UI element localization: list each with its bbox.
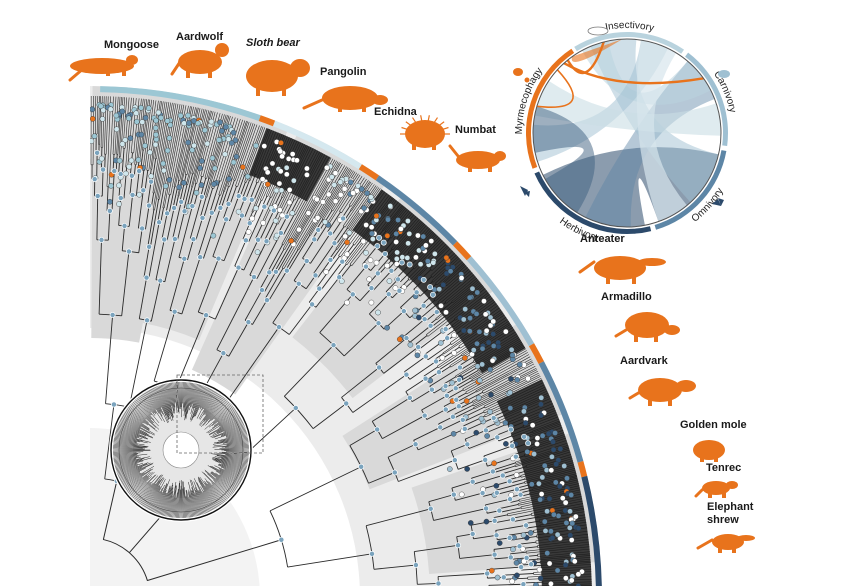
diet-ring bbox=[100, 86, 602, 586]
echidna-silhouette bbox=[400, 115, 450, 150]
numbat-group: Numbat bbox=[448, 124, 506, 172]
echidna-group: Echidna bbox=[374, 106, 450, 150]
herbivory-arc bbox=[534, 171, 652, 235]
armadillo-silhouette bbox=[614, 312, 680, 342]
pangolin-group: Pangolin bbox=[302, 66, 388, 112]
sloth-bear-label: Sloth bear bbox=[246, 37, 301, 49]
herbivory-icon bbox=[520, 186, 530, 197]
golden-mole-label: Golden mole bbox=[680, 419, 747, 431]
myrmecophagy-arc bbox=[526, 48, 575, 169]
anteater-label: Anteater bbox=[580, 233, 625, 245]
tenrec-group: Tenrec bbox=[694, 462, 741, 498]
numbat-silhouette bbox=[448, 144, 506, 172]
numbat-label: Numbat bbox=[455, 124, 496, 136]
tenrec-label: Tenrec bbox=[706, 462, 741, 474]
insectivory-arc bbox=[574, 32, 685, 54]
anteater-silhouette bbox=[578, 256, 666, 284]
anteater-group: Anteater bbox=[578, 233, 666, 284]
armadillo-label: Armadillo bbox=[601, 291, 652, 303]
mongoose-label: Mongoose bbox=[104, 39, 159, 51]
myrmecophagy-icon bbox=[513, 68, 523, 76]
tenrec-silhouette bbox=[694, 481, 738, 498]
sloth-bear-group: Sloth bear bbox=[246, 37, 310, 96]
golden-mole-silhouette bbox=[693, 440, 725, 462]
mongoose-group: Mongoose bbox=[68, 39, 159, 82]
elephant-shrew-label-line2: shrew bbox=[707, 514, 739, 526]
golden-mole-group: Golden mole bbox=[680, 419, 747, 462]
aardvark-group: Aardvark bbox=[620, 355, 696, 406]
aardvark-label: Aardvark bbox=[620, 355, 669, 367]
carnivory-icon bbox=[718, 70, 730, 78]
elephant-shrew-silhouette bbox=[696, 534, 755, 553]
insectivory-label: Insectivory bbox=[604, 20, 655, 34]
tip-nodes bbox=[90, 101, 585, 586]
pangolin-label: Pangolin bbox=[320, 66, 367, 78]
omnivory-icon bbox=[712, 198, 724, 206]
inset-full-tree bbox=[109, 374, 264, 522]
mongoose-silhouette bbox=[68, 55, 138, 82]
pangolin-silhouette bbox=[302, 86, 388, 112]
aardwolf-group: Aardwolf bbox=[170, 31, 229, 78]
armadillo-group: Armadillo bbox=[601, 291, 680, 342]
internal-nodes bbox=[91, 149, 535, 586]
elephant-shrew-label-line1: Elephant bbox=[707, 501, 754, 513]
aardwolf-label: Aardwolf bbox=[176, 31, 223, 43]
echidna-label: Echidna bbox=[374, 106, 418, 118]
sloth-bear-silhouette bbox=[246, 59, 310, 96]
aardvark-silhouette bbox=[628, 378, 696, 406]
insectivory-icon bbox=[587, 26, 609, 36]
diet-chord-diagram: InsectivoryCarnivoryOmnivoryHerbivoryMyr… bbox=[513, 20, 738, 244]
aardwolf-silhouette bbox=[170, 43, 229, 78]
carnivory-arc bbox=[685, 52, 728, 147]
